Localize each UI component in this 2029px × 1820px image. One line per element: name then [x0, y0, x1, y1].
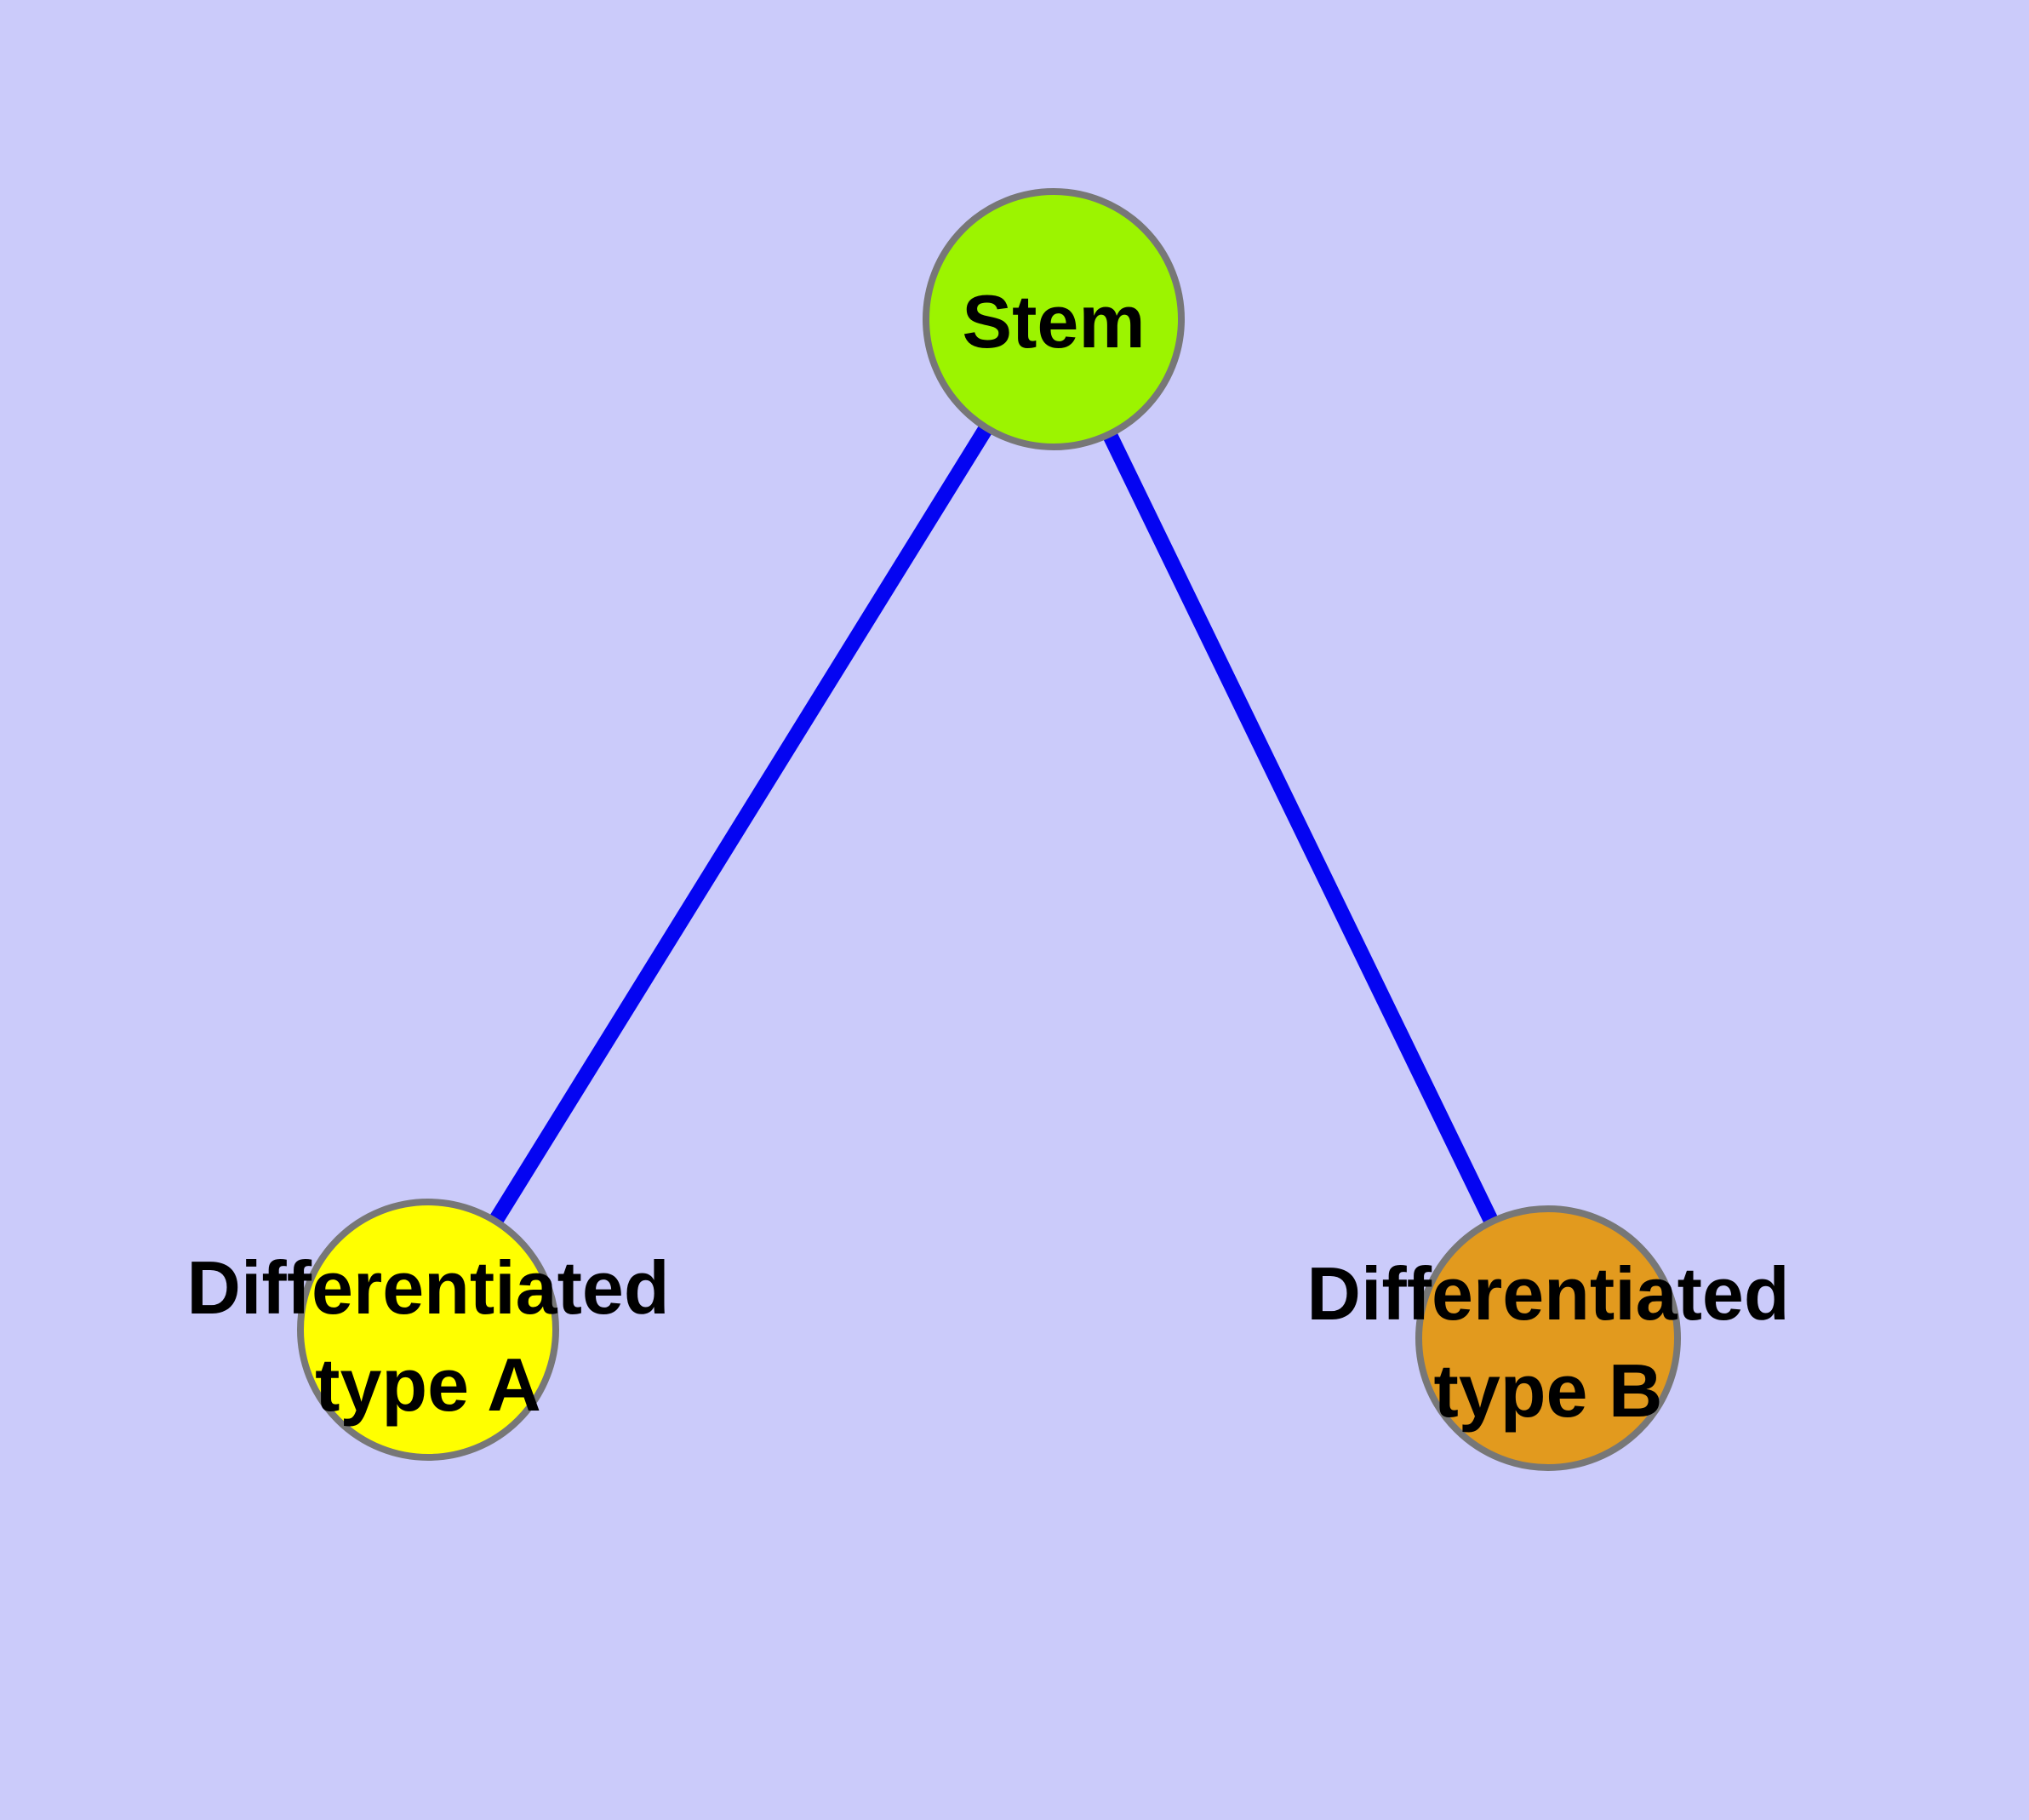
type-a-node [297, 1199, 559, 1461]
stem-node [923, 188, 1185, 450]
type-b-label-line2: type B [1434, 1348, 1663, 1433]
stem-node-label: Stem [962, 279, 1145, 363]
edge-stem-to-type-b [1046, 316, 1556, 1342]
type-a-label-line1: Differentiated [186, 1245, 669, 1330]
type-a-label-line2: type A [315, 1342, 541, 1427]
type-b-node [1415, 1205, 1681, 1471]
type-b-label-line1: Differentiated [1306, 1251, 1789, 1336]
edge-stem-to-type-a [421, 315, 1060, 1334]
